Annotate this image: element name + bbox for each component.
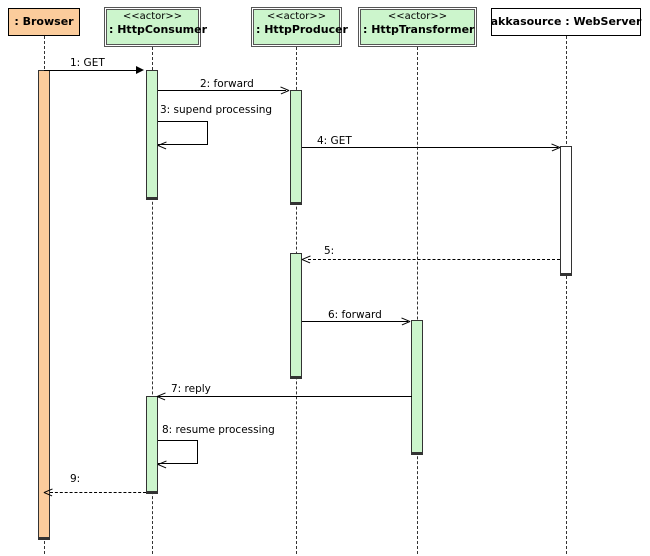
message-5-arrowhead	[302, 255, 310, 263]
message-9-label: 9:	[70, 473, 81, 485]
message-4-arrowhead	[551, 143, 560, 151]
lifeline-http-consumer	[152, 47, 153, 554]
participant-webserver-label: akkasource : WebServer	[490, 14, 642, 28]
message-5-label: 5:	[324, 245, 335, 257]
message-1-arrowhead	[136, 66, 144, 74]
message-6-arrowhead	[401, 317, 410, 325]
participant-http-transformer[interactable]: <<actor>> : HttpTransformer	[358, 7, 477, 47]
participant-browser[interactable]: : Browser	[8, 8, 80, 36]
activation-http-consumer-1	[146, 70, 158, 200]
activation-http-consumer-2	[146, 396, 158, 494]
participant-webserver[interactable]: akkasource : WebServer	[491, 8, 641, 36]
activation-webserver	[560, 146, 572, 276]
message-1-line	[44, 70, 140, 71]
message-1-label: 1: GET	[70, 57, 105, 69]
message-9-arrowhead	[44, 488, 52, 496]
participant-http-producer-label: : HttpProducer	[256, 22, 348, 36]
message-2-label: 2: forward	[200, 78, 254, 90]
message-2-arrowhead	[280, 86, 289, 94]
message-3-selfloop	[158, 121, 208, 145]
activation-http-transformer	[411, 320, 423, 455]
message-3-label: 3: supend processing	[160, 104, 273, 116]
message-7-arrowhead	[157, 392, 165, 400]
participant-http-consumer-label: : HttpConsumer	[109, 22, 208, 36]
message-7-line	[158, 396, 412, 397]
message-2-line	[158, 90, 286, 91]
message-8-arrowhead	[158, 460, 166, 468]
participant-http-transformer-stereotype: <<actor>>	[387, 11, 448, 22]
message-4-label: 4: GET	[317, 135, 352, 147]
participant-http-producer[interactable]: <<actor>> : HttpProducer	[251, 7, 348, 47]
message-9-line	[50, 492, 146, 493]
activation-http-producer-1	[290, 90, 302, 205]
lifeline-http-transformer	[417, 47, 418, 554]
participant-browser-label: : Browser	[14, 14, 74, 28]
message-8-selfloop	[158, 440, 198, 464]
activation-http-producer-2	[290, 253, 302, 379]
participant-http-producer-stereotype: <<actor>>	[266, 11, 327, 22]
participant-http-transformer-label: : HttpTransformer	[363, 22, 475, 36]
message-3-arrowhead	[158, 141, 166, 149]
message-6-line	[302, 321, 408, 322]
message-5-line	[308, 259, 560, 260]
participant-http-consumer-stereotype: <<actor>>	[122, 11, 183, 22]
activation-browser	[38, 70, 50, 540]
message-8-label: 8: resume processing	[162, 424, 275, 436]
message-4-line	[302, 147, 558, 148]
lifeline-webserver	[566, 36, 567, 554]
participant-http-consumer[interactable]: <<actor>> : HttpConsumer	[104, 7, 208, 47]
message-7-label: 7: reply	[171, 383, 211, 395]
message-6-label: 6: forward	[328, 309, 382, 321]
